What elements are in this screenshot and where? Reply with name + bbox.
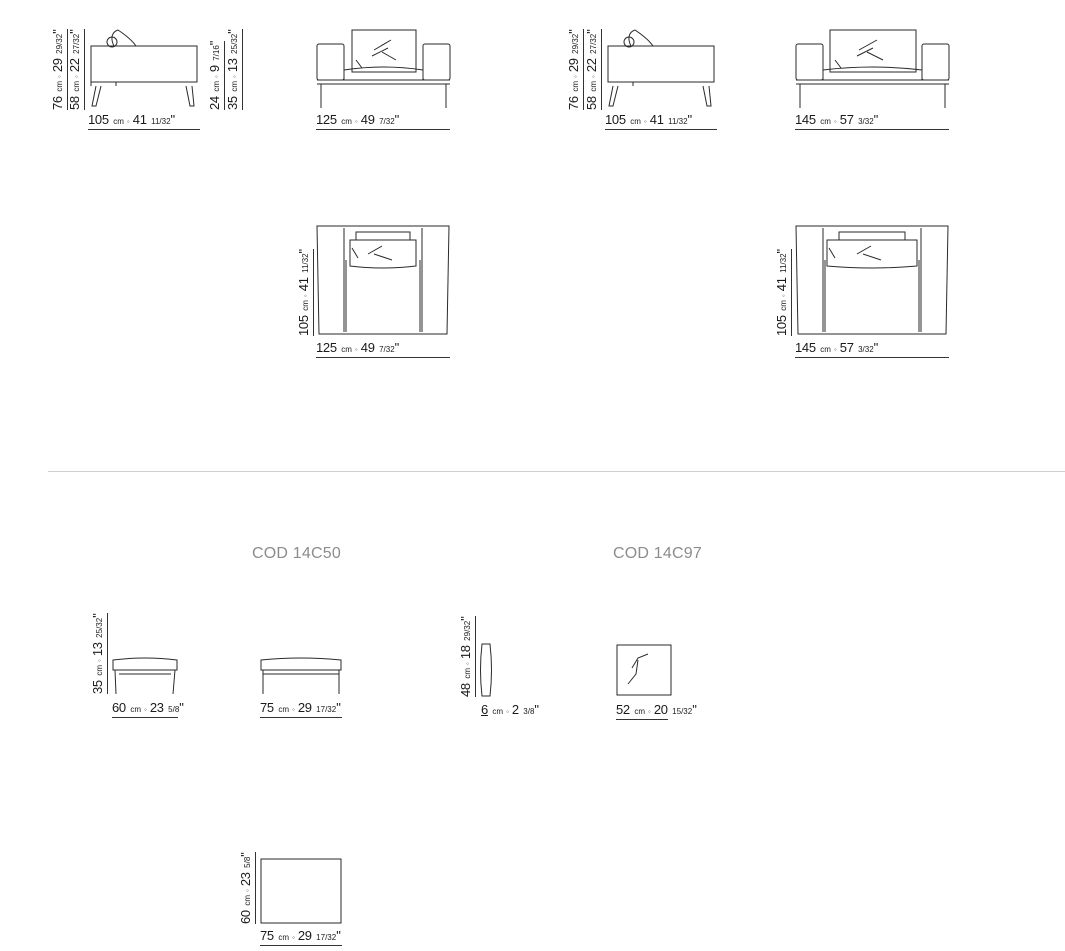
cushion-height-label: 48 cm◦18 29/32": [458, 616, 476, 697]
ottoman-top-depth-label: 60 cm◦23 5/8": [238, 852, 256, 924]
ottoman-top-drawing: [260, 858, 342, 924]
cushion-side-drawing: [480, 643, 492, 697]
armchair-125-height-arm-label: 58 cm◦22 27/32": [67, 29, 85, 110]
armchair-125-side-drawing: [90, 29, 198, 107]
armchair-145-height-total-label: 76 cm◦29 29/32": [566, 29, 584, 110]
armchair-125-top-width-label: 125 cm◦49 7/32": [316, 340, 450, 358]
armchair-125-top-drawing: [316, 225, 450, 335]
armchair-145-top-width-label: 145 cm◦57 3/32": [795, 340, 949, 358]
cushion-front-drawing: [616, 644, 672, 696]
armchair-125-depth-label: 105 cm◦41 11/32": [88, 112, 200, 130]
ottoman-depth-label: 60 cm◦23 5/8": [112, 700, 184, 718]
section-divider: [48, 471, 1065, 472]
ottoman-height-label: 35 cm◦13 25/32": [90, 613, 108, 694]
ottoman-front-drawing: [260, 657, 342, 694]
armchair-145-height-arm-label: 58 cm◦22 27/32": [584, 29, 602, 110]
armchair-145-top-depth-label: 105 cm◦41 11/32": [774, 249, 792, 336]
code-label-cushion: COD 14C97: [613, 545, 702, 562]
armchair-145-side-drawing: [607, 29, 715, 107]
code-label-ottoman: COD 14C50: [252, 545, 341, 562]
armchair-145-depth-label: 105 cm◦41 11/32": [605, 112, 717, 130]
ottoman-side-drawing: [112, 657, 178, 695]
ottoman-top-width-label: 75 cm◦29 17/32": [260, 928, 342, 946]
armchair-125-front-drawing: [316, 29, 451, 108]
ottoman-width-label: 75 cm◦29 17/32": [260, 700, 342, 718]
armchair-145-width-label: 145 cm◦57 3/32": [795, 112, 949, 130]
armchair-125-top-depth-label: 105 cm◦41 11/32": [296, 249, 314, 336]
armchair-125-seat-height-label: 35 cm◦13 25/32": [225, 29, 243, 110]
armchair-125-seat-depth-label: 24 cm◦9 7/16": [207, 40, 225, 110]
armchair-145-front-drawing: [795, 29, 950, 108]
armchair-125-width-label: 125 cm◦49 7/32": [316, 112, 450, 130]
cushion-thickness-label: 6 cm◦2 3/8": [481, 702, 539, 717]
armchair-125-height-total-label: 76 cm◦29 29/32": [50, 29, 68, 110]
armchair-145-top-drawing: [795, 225, 949, 335]
cushion-width-label: 52 cm◦20 15/32": [616, 702, 697, 720]
